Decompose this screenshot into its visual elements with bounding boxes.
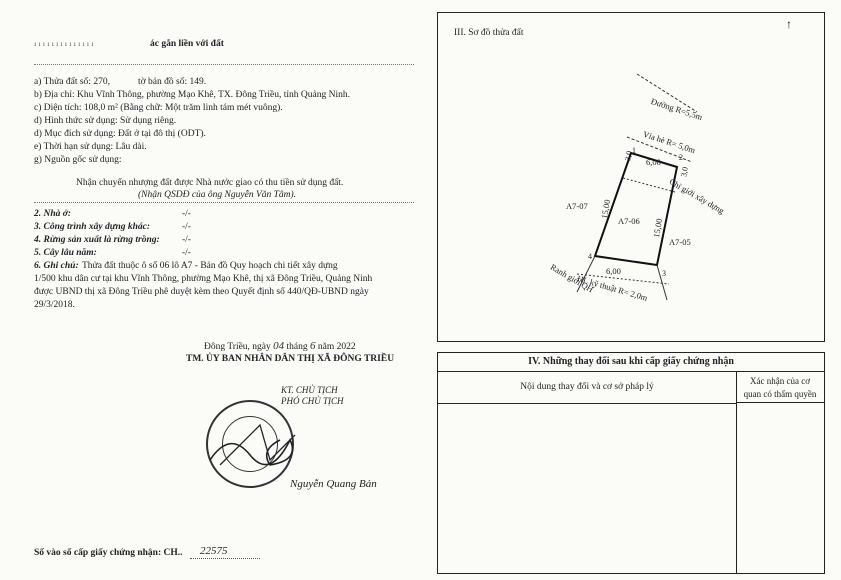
note-label: 6. Ghi chú: bbox=[34, 261, 79, 271]
map-sheet: tờ bản đồ số: 149. bbox=[138, 77, 207, 87]
point-2: 2 bbox=[679, 153, 683, 162]
changes-col-confirm: Xác nhận của cơ quan có thẩm quyền bbox=[736, 371, 824, 403]
official-seal bbox=[206, 400, 294, 488]
confirm-line-1: Xác nhận của cơ bbox=[750, 376, 810, 386]
signature-scribble bbox=[209, 423, 296, 466]
area: c) Diện tích: 108,0 m² (Bằng chữ: Một tr… bbox=[34, 103, 283, 113]
date-line: Đông Triều, ngày 04 tháng 6 năm 2022 bbox=[204, 340, 356, 353]
origin-line: Nhận chuyển nhượng đất được Nhà nước gia… bbox=[76, 178, 344, 188]
other-construction-value: -/- bbox=[182, 222, 191, 232]
land-info-panel: ác gắn liền với đất ¹ ¹ ¹ ¹ ¹ ¹ ¹ ¹ ¹ ¹ … bbox=[0, 0, 420, 580]
perennial-label: 5. Cây lâu năm: bbox=[34, 248, 97, 258]
date-day: 04 bbox=[273, 340, 285, 352]
other-construction-label: 3. Công trình xây dựng khác: bbox=[34, 222, 151, 232]
usage-origin: g) Nguồn gốc sử dụng: bbox=[34, 155, 122, 165]
cert-book-label: Số vào sổ cấp giấy chứng nhận: CH.. bbox=[34, 548, 183, 558]
dim-bottom: 6,00 bbox=[606, 266, 621, 276]
faded-text: ¹ ¹ ¹ ¹ ¹ ¹ ¹ ¹ ¹ ¹ ¹ ¹ ¹ ¹ bbox=[34, 41, 94, 50]
diagram-title: III. Sơ đồ thửa đất bbox=[454, 28, 524, 38]
divider bbox=[34, 202, 414, 203]
divider bbox=[34, 64, 414, 65]
seal-inner bbox=[222, 416, 278, 472]
forest-value: -/- bbox=[182, 235, 191, 245]
left-plot-label: A7-07 bbox=[566, 201, 588, 211]
cert-book-number: 22575 bbox=[200, 545, 228, 557]
date-prefix: Đông Triều, ngày bbox=[204, 342, 271, 352]
date-year: năm 2022 bbox=[317, 342, 356, 352]
sign-title-2: PHÓ CHỦ TỊCH bbox=[281, 396, 344, 406]
dotted-fill bbox=[190, 558, 260, 559]
sign-title-1: KT. CHỦ TỊCH bbox=[281, 385, 338, 395]
confirm-line-2: quan có thẩm quyền bbox=[743, 389, 817, 399]
point-1: 1 bbox=[632, 146, 636, 155]
address: b) Địa chỉ: Khu Vĩnh Thông, phường Mạo K… bbox=[34, 90, 351, 100]
usage-form: d) Hình thức sử dụng: Sử dụng riêng. bbox=[34, 116, 177, 126]
parcel-diagram-frame: III. Sơ đồ thửa đất ↑ bbox=[437, 12, 825, 342]
north-arrow-icon: ↑ bbox=[786, 17, 792, 31]
changes-title: IV. Những thay đổi sau khi cấp giấy chứn… bbox=[438, 353, 824, 372]
changes-col-content: Nội dung thay đổi và cơ sở pháp lý bbox=[438, 371, 737, 404]
house-label: 2. Nhà ở: bbox=[34, 209, 72, 219]
parcel-number: a) Thửa đất số: 270, bbox=[34, 77, 110, 87]
usage-term: e) Thời hạn sử dụng: Lâu dài. bbox=[34, 142, 147, 152]
note-line-2: 1/500 khu dân cư tại khu Vĩnh Thông, phư… bbox=[34, 274, 373, 284]
point-3: 3 bbox=[662, 269, 666, 278]
usage-purpose: d) Mục đích sử dụng: Đất ở tại đô thị (O… bbox=[34, 129, 206, 139]
section-header: ác gắn liền với đất bbox=[150, 39, 224, 49]
perennial-value: -/- bbox=[182, 248, 191, 258]
right-plot-label: A7-05 bbox=[669, 237, 691, 247]
note-line-3: được UBND thị xã Đông Triều phê duyệt kè… bbox=[34, 287, 369, 297]
column-divider bbox=[736, 403, 737, 573]
setback-right: 3,0 bbox=[679, 166, 690, 178]
date-month-label: tháng bbox=[286, 342, 308, 352]
changes-table: IV. Những thay đổi sau khi cấp giấy chứn… bbox=[437, 352, 825, 574]
note-line-4: 29/3/2018. bbox=[34, 300, 75, 310]
parcel-sketch bbox=[576, 73, 698, 301]
point-4: 4 bbox=[588, 252, 592, 261]
plot-label: A7-06 bbox=[618, 216, 640, 226]
dim-top: 6,00 bbox=[646, 157, 661, 167]
signer-name: Nguyễn Quang Bản bbox=[290, 478, 377, 490]
date-month: 6 bbox=[310, 340, 316, 352]
authority: TM. ỦY BAN NHÂN DÂN THỊ XÃ ĐÔNG TRIỀU bbox=[186, 354, 395, 364]
house-value: -/- bbox=[182, 209, 191, 219]
origin-sub: (Nhận QSDĐ của ông Nguyễn Văn Tâm). bbox=[138, 190, 297, 200]
note-line-1: Thửa đất thuộc ô số 06 lô A7 - Bản đồ Qu… bbox=[82, 261, 338, 271]
forest-label: 4. Rừng sản xuất là rừng trồng: bbox=[34, 235, 160, 245]
